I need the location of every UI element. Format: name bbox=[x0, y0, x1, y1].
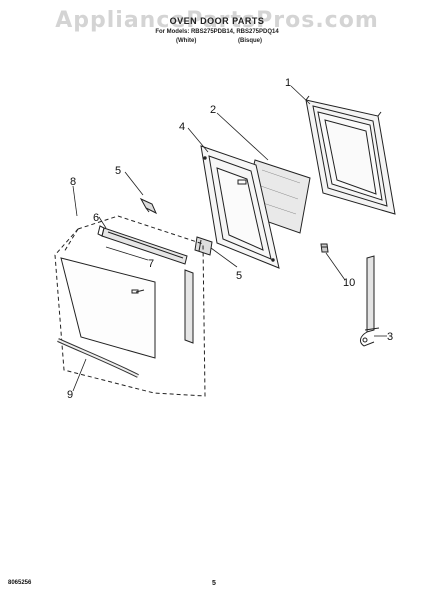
variant-bisque: (Bisque) bbox=[238, 38, 262, 44]
callout-8: 8 bbox=[70, 176, 76, 188]
document-number: 8065256 bbox=[8, 580, 32, 586]
callout-1: 1 bbox=[285, 77, 291, 89]
callout-9: 9 bbox=[67, 389, 73, 401]
callout-3: 3 bbox=[387, 331, 393, 343]
variant-white: (White) bbox=[176, 38, 197, 44]
callout-7: 7 bbox=[148, 258, 154, 270]
callout-2: 2 bbox=[210, 104, 216, 116]
leader-lines bbox=[72, 85, 387, 392]
callout-labels: 1 2 3 4 5 5 6 7 8 9 10 bbox=[67, 77, 393, 401]
part-10-screw bbox=[320, 243, 329, 253]
watermark: AppliancePartsPros.com bbox=[55, 8, 379, 33]
part-8-door-assembly-outline bbox=[54, 215, 206, 397]
part-7-glass-panel bbox=[60, 257, 156, 359]
side-trim-strip bbox=[184, 269, 194, 344]
callout-10: 10 bbox=[343, 277, 355, 289]
callout-6: 6 bbox=[93, 212, 99, 224]
callout-5-upper: 5 bbox=[115, 165, 121, 177]
callout-4: 4 bbox=[179, 121, 185, 133]
callout-5-lower: 5 bbox=[236, 270, 242, 282]
page-title: OVEN DOOR PARTS bbox=[169, 16, 265, 26]
part-6-vent-trim bbox=[97, 225, 188, 265]
part-5-bracket-upper bbox=[139, 197, 158, 215]
part-4-inner-door-liner bbox=[200, 145, 280, 269]
part-1-outer-door-frame bbox=[305, 95, 396, 215]
part-9-door-handle bbox=[57, 338, 139, 378]
page-number: 5 bbox=[212, 580, 216, 587]
model-list: For Models: RBS275PDB14, RBS275PDQ14 bbox=[155, 29, 279, 35]
part-3-hinge bbox=[359, 255, 380, 347]
